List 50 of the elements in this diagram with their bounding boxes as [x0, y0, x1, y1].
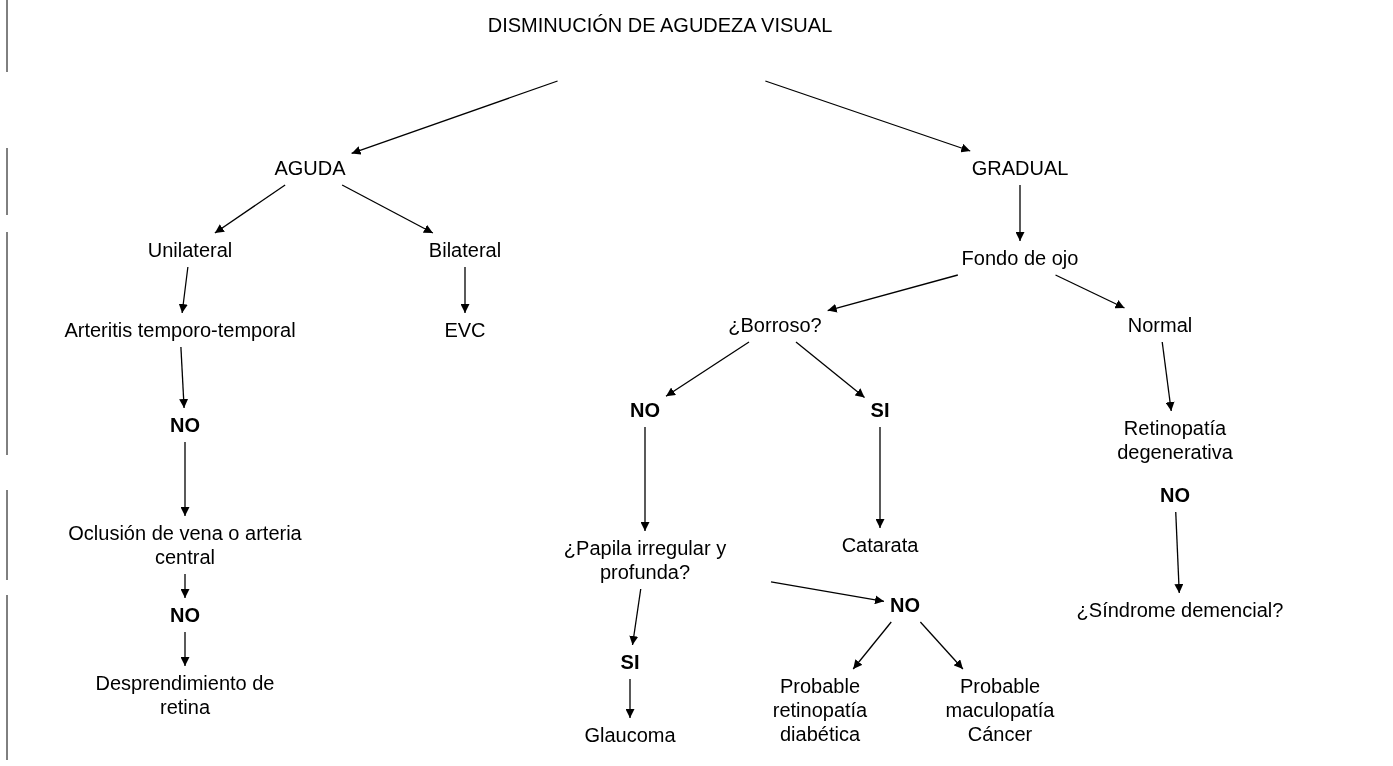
arrow	[1054, 274, 1126, 309]
arrow	[350, 80, 559, 155]
node-text: Fondo de ojo	[955, 241, 1085, 275]
arrow	[460, 266, 470, 314]
node-text: DISMINUCIÓN DE AGUDEZA VISUAL	[481, 9, 839, 81]
arrow	[640, 426, 650, 532]
arrow	[919, 621, 964, 670]
node-text: Retinopatía degenerativa	[1089, 411, 1261, 469]
arrow	[341, 184, 434, 234]
arrow	[665, 341, 750, 397]
arrow	[180, 631, 190, 667]
node-text: NO	[624, 393, 666, 427]
arrow	[770, 581, 885, 605]
arrow	[625, 678, 635, 719]
node-text: Catarata	[835, 528, 925, 562]
node-text: NO	[884, 588, 926, 622]
node-text: Probable retinopatía diabética	[739, 669, 901, 751]
node-text: SI	[614, 645, 646, 679]
node-text: AGUDA	[268, 151, 352, 185]
arrow	[875, 426, 885, 529]
arrow	[214, 184, 286, 234]
node-text: Normal	[1121, 308, 1199, 342]
arrow	[1015, 184, 1025, 242]
arrow	[178, 266, 189, 314]
arrow	[180, 573, 190, 599]
node-text: ¿Papila irregular y profunda?	[519, 531, 771, 589]
node-text: NO	[164, 408, 206, 442]
node-text: SI	[864, 393, 896, 427]
node-text: Probable maculopatía Cáncer	[919, 669, 1081, 751]
node-text: Arteritis temporo-temporal	[58, 313, 302, 347]
node-text: NO	[1154, 478, 1196, 512]
node-text: Desprendimiento de retina	[69, 666, 301, 724]
arrow	[827, 274, 959, 313]
node-text: Glaucoma	[578, 718, 682, 752]
node-text: ¿Borroso?	[722, 308, 828, 342]
arrow	[1161, 341, 1175, 412]
arrow	[852, 621, 892, 670]
arrow	[629, 588, 642, 646]
node-text: NO	[164, 598, 206, 632]
arrow	[180, 441, 190, 517]
arrow	[1174, 511, 1184, 594]
node-text: Bilateral	[422, 233, 508, 267]
arrow	[764, 80, 971, 153]
node-text: EVC	[438, 313, 492, 347]
node-text: ¿Síndrome demencial?	[1070, 593, 1290, 627]
arrow	[795, 341, 866, 399]
node-text: Unilateral	[141, 233, 239, 267]
arrow	[179, 346, 189, 409]
node-text: Oclusión de vena o arteria central	[54, 516, 316, 574]
node-text: GRADUAL	[965, 151, 1075, 185]
